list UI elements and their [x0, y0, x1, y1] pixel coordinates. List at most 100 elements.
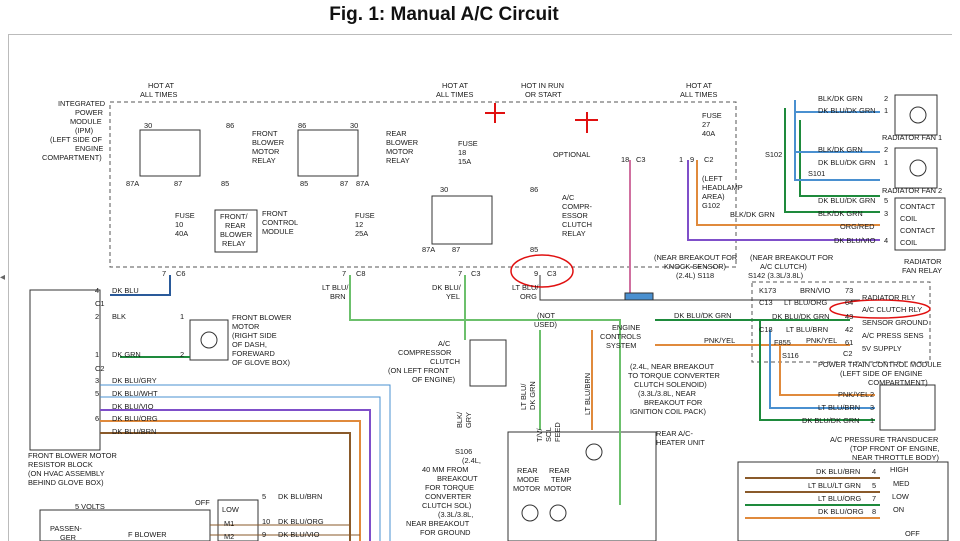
label-hot2-b: ALL TIMES: [436, 90, 473, 99]
label-n7a: 7: [162, 269, 166, 278]
label-coil: COIL: [900, 214, 917, 223]
label-w-dkblugrn-2: DK BLU/DK GRN: [818, 158, 876, 167]
label-ipm-3: MODULE: [70, 117, 102, 126]
label-acr-5: RELAY: [562, 229, 586, 238]
label-n87Ac: 87A: [422, 245, 435, 254]
annotation-plus-1: [485, 103, 505, 123]
label-fbm-1: FRONT BLOWER: [232, 313, 291, 322]
label-rahu-1: REAR A/C-: [656, 429, 693, 438]
label-ac-3: S142 (3.3L/3.8L): [748, 271, 803, 280]
label-s116: S116: [782, 351, 799, 360]
label-fuse-c-1: FUSE: [175, 211, 195, 220]
label-n7b: 7: [342, 269, 346, 278]
label-n87b: 87: [340, 179, 348, 188]
label-c3a: C3: [471, 269, 480, 278]
rear-ac-heater-unit-box: [507, 431, 657, 541]
label-r2a: 2: [884, 94, 888, 103]
label-m1: M1: [224, 519, 234, 528]
label-c6: C6: [176, 269, 185, 278]
label-pin6: 6: [95, 414, 99, 423]
label-s106-3: 40 MM FROM: [422, 465, 468, 474]
label-notused-2: USED): [534, 320, 557, 329]
label-fuse-b-3: 40A: [702, 129, 715, 138]
label-rb-relay-3: MOTOR: [386, 147, 413, 156]
label-acr-2: COMPR-: [562, 202, 593, 211]
label-rf2: RADIATOR FAN 2: [882, 186, 942, 195]
compressor-clutch-box: [469, 339, 507, 387]
label-n87c: 87: [452, 245, 460, 254]
label-fbmrb-3: (ON HVAC ASSEMBLY: [28, 469, 105, 478]
ac-pressure-transducer-box: [879, 384, 936, 431]
label-s106-2: (2.4L,: [462, 456, 481, 465]
label-p5: 5: [872, 481, 876, 490]
label-ecs-2: CONTROLS: [600, 332, 641, 341]
label-fuse-a-1: FUSE: [458, 139, 478, 148]
label-ipm-7: COMPARTMENT): [42, 153, 102, 162]
label-passenger-2: GER: [60, 533, 76, 541]
label-comp-4: (ON LEFT FRONT: [388, 366, 450, 375]
front-blower-motor-box: [189, 319, 229, 361]
label-med: MED: [893, 479, 909, 488]
label-rad-rly: RADIATOR RLY: [862, 293, 915, 302]
rear-blower-switch-box: [737, 461, 949, 541]
label-n86b: 86: [298, 121, 306, 130]
label-acr-3: ESSOR: [562, 211, 588, 220]
label-rad-fan-relay-2: FAN RELAY: [902, 266, 942, 275]
wire-dk-grn-group: [784, 108, 880, 213]
label-fb-relay-4: RELAY: [252, 156, 276, 165]
page-top-rule: [8, 34, 952, 35]
label-5v: 5 VOLTS: [75, 502, 105, 511]
wire-dk-blu-org-resistor: [100, 420, 361, 541]
label-passenger-1: PASSEN-: [50, 524, 82, 533]
label-fbm-3: (RIGHT SIDE: [232, 331, 277, 340]
label-w-dkbluvio: DK BLU/VIO: [834, 236, 876, 245]
label-w-dkbludkgrn-p: DK BLU/DK GRN: [674, 311, 732, 320]
pcm-boundary: [751, 281, 931, 363]
label-w-ltblubrn-v: LT BLU/BRN: [583, 373, 592, 415]
label-pin2a: 2: [95, 312, 99, 321]
label-n85b: 85: [300, 179, 308, 188]
label-pin5: 5: [95, 389, 99, 398]
page-left-rule: [8, 34, 9, 541]
label-fbm-4: OF DASH,: [232, 340, 267, 349]
label-apt-3: NEAR THROTTLE BODY): [852, 453, 939, 462]
annotation-circle-c3: [510, 254, 574, 288]
label-fuse-b-2: 27: [702, 120, 710, 129]
label-n30c: 30: [440, 185, 448, 194]
radiator-fan-2-box: [894, 147, 938, 189]
label-hot4-a: HOT AT: [686, 81, 712, 90]
label-s106-1: S106: [455, 447, 472, 456]
label-fbm-2: MOTOR: [232, 322, 259, 331]
label-apt-2: (TOP FRONT OF ENGINE,: [850, 444, 940, 453]
label-p7: 7: [872, 494, 876, 503]
label-off: OFF: [195, 498, 210, 507]
label-lh-3: AREA): [702, 192, 725, 201]
label-high: HIGH: [890, 465, 908, 474]
label-ipm-1: INTEGRATED: [58, 99, 105, 108]
wire-dk-blu-gry-wht: [100, 384, 391, 541]
label-notused-1: (NOT: [537, 311, 556, 320]
label-pin42: 42: [845, 325, 853, 334]
label-hot2-a: HOT AT: [442, 81, 468, 90]
label-low: LOW: [222, 505, 239, 514]
label-n9: 9: [534, 269, 538, 278]
label-w-ltblubrn-t: LT BLU/BRN: [818, 403, 860, 412]
label-tcc-4: (3.3L/3.8L, NEAR: [638, 389, 696, 398]
label-pin61: 61: [845, 338, 853, 347]
label-tvs-3: FEED: [553, 422, 562, 442]
label-frbr-3: BLOWER: [220, 230, 252, 239]
wire-lt-blu-brn: [349, 275, 621, 505]
label-n7c: 7: [458, 269, 462, 278]
label-ac-press-sens: A/C PRESS SENS: [862, 331, 924, 340]
scroll-left-icon[interactable]: ◂: [0, 272, 6, 283]
label-ac-2: A/C CLUTCH): [760, 262, 807, 271]
label-ipm-5: (LEFT SIDE OF: [50, 135, 103, 144]
label-hot4-b: ALL TIMES: [680, 90, 717, 99]
label-apt-1: A/C PRESSURE TRANSDUCER: [830, 435, 938, 444]
label-rmm-1: REAR: [517, 466, 538, 475]
label-fbm-6: OF GLOVE BOX): [232, 358, 290, 367]
label-w-ltbluorg-r: LT BLU/ORG: [818, 494, 862, 503]
label-w-dkbludkgrn-t: DK BLU/DK GRN: [802, 416, 860, 425]
label-c13: C13: [759, 298, 773, 307]
